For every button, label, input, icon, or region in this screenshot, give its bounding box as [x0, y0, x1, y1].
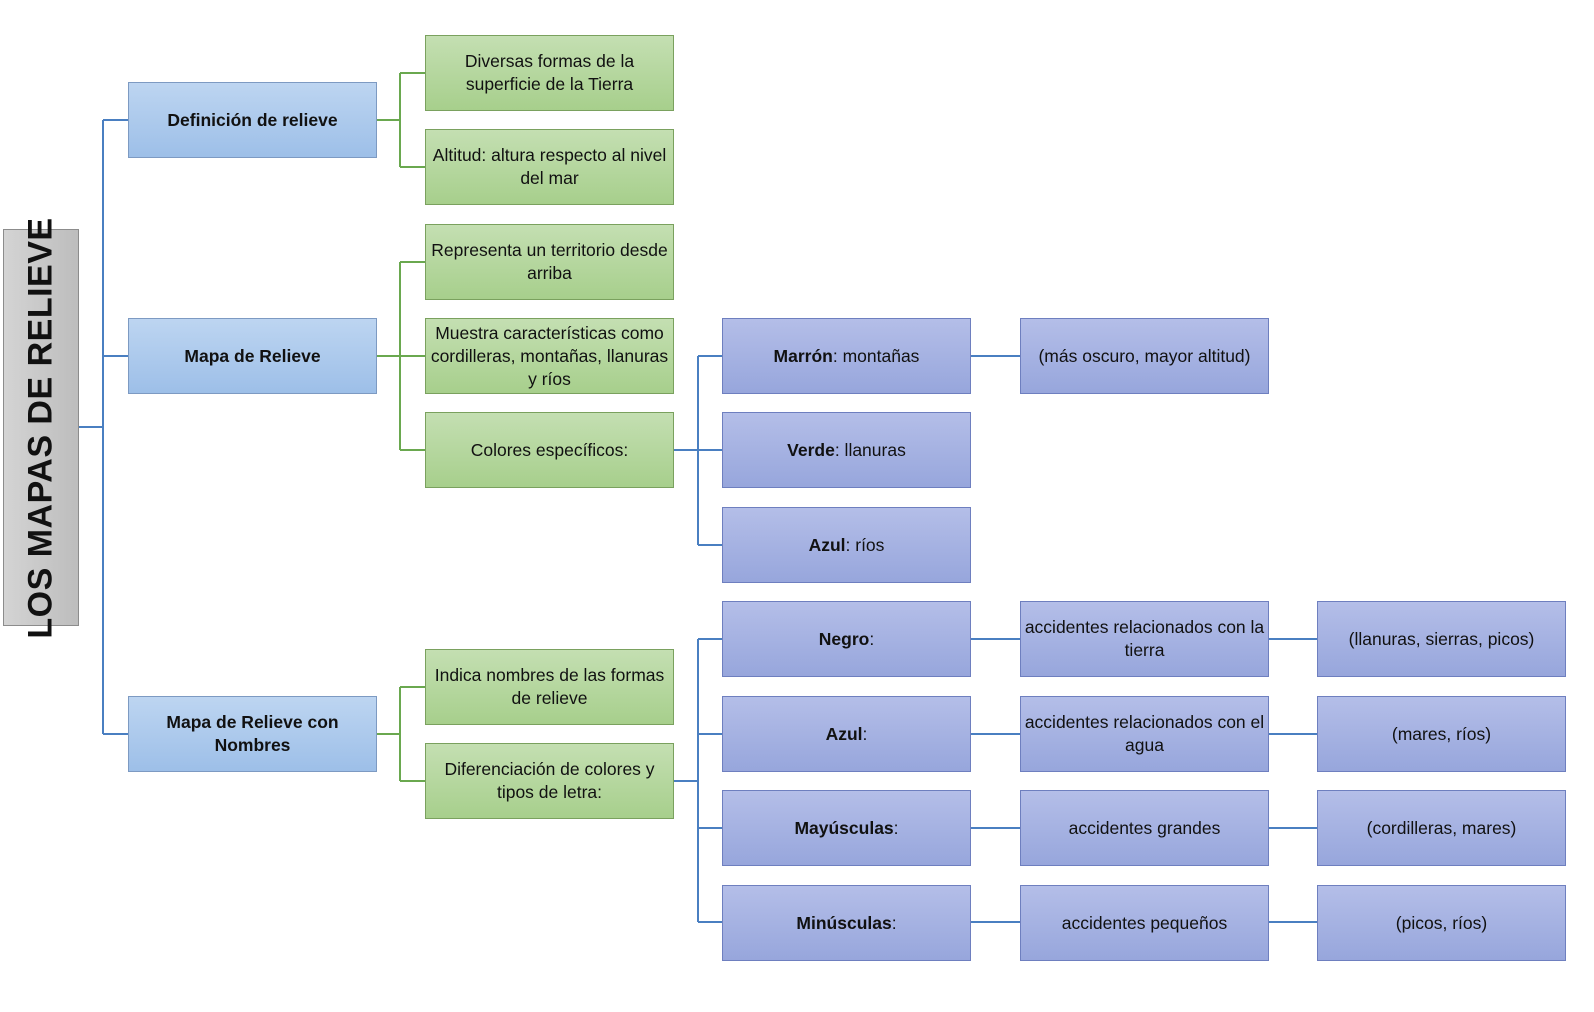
definition-item: Diversas formas de la superficie de la T…	[425, 35, 674, 111]
color-key: Marrón	[773, 345, 833, 366]
example-pequenos: (picos, ríos)	[1317, 885, 1566, 961]
names-item-differentiation: Diferenciación de colores y tipos de let…	[425, 743, 674, 819]
color-meaning: : llanuras	[834, 439, 906, 460]
key-label: Minúsculas	[796, 912, 892, 933]
root-connectors	[79, 119, 128, 735]
key-colon: :	[891, 912, 897, 933]
key-minusculas: Minúsculas:	[722, 885, 971, 961]
section-connectors	[377, 72, 425, 782]
example-agua: (mares, ríos)	[1317, 696, 1566, 772]
key-colon: :	[869, 628, 875, 649]
key-mayusculas: Mayúsculas:	[722, 790, 971, 866]
map-item-colors: Colores específicos:	[425, 412, 674, 488]
key-azul: Azul:	[722, 696, 971, 772]
color-meaning: : ríos	[845, 534, 885, 555]
desc-pequenos: accidentes pequeños	[1020, 885, 1269, 961]
key-negro: Negro:	[722, 601, 971, 677]
main-title: LOS MAPAS DE RELIEVE	[21, 216, 60, 639]
map-item-features: Muestra características como cordilleras…	[425, 318, 674, 394]
brown-note: (más oscuro, mayor altitud)	[1020, 318, 1269, 394]
key-label: Mayúsculas	[794, 817, 894, 838]
desc-agua: accidentes relacionados con el agua	[1020, 696, 1269, 772]
section-definicion-relieve: Definición de relieve	[128, 82, 377, 158]
example-grandes: (cordilleras, mares)	[1317, 790, 1566, 866]
example-tierra: (llanuras, sierras, picos)	[1317, 601, 1566, 677]
map-item-represents: Representa un territorio desde arriba	[425, 224, 674, 300]
main-title-box: LOS MAPAS DE RELIEVE	[3, 217, 79, 638]
section-mapa-relieve: Mapa de Relieve	[128, 318, 377, 394]
color-key: Azul	[808, 534, 846, 555]
color-meaning: : montañas	[832, 345, 920, 366]
key-label: Azul	[825, 723, 863, 744]
key-colon: :	[862, 723, 868, 744]
color-blue: Azul: ríos	[722, 507, 971, 583]
color-brown: Marrón: montañas	[722, 318, 971, 394]
desc-tierra: accidentes relacionados con la tierra	[1020, 601, 1269, 677]
section-mapa-relieve-nombres: Mapa de Relieve con Nombres	[128, 696, 377, 772]
key-colon: :	[893, 817, 899, 838]
key-label: Negro	[818, 628, 870, 649]
altitude-item: Altitud: altura respecto al nivel del ma…	[425, 129, 674, 205]
desc-grandes: accidentes grandes	[1020, 790, 1269, 866]
detail-connectors	[674, 355, 1317, 923]
color-key: Verde	[787, 439, 835, 460]
names-item-indicates: Indica nombres de las formas de relieve	[425, 649, 674, 725]
color-green: Verde: llanuras	[722, 412, 971, 488]
